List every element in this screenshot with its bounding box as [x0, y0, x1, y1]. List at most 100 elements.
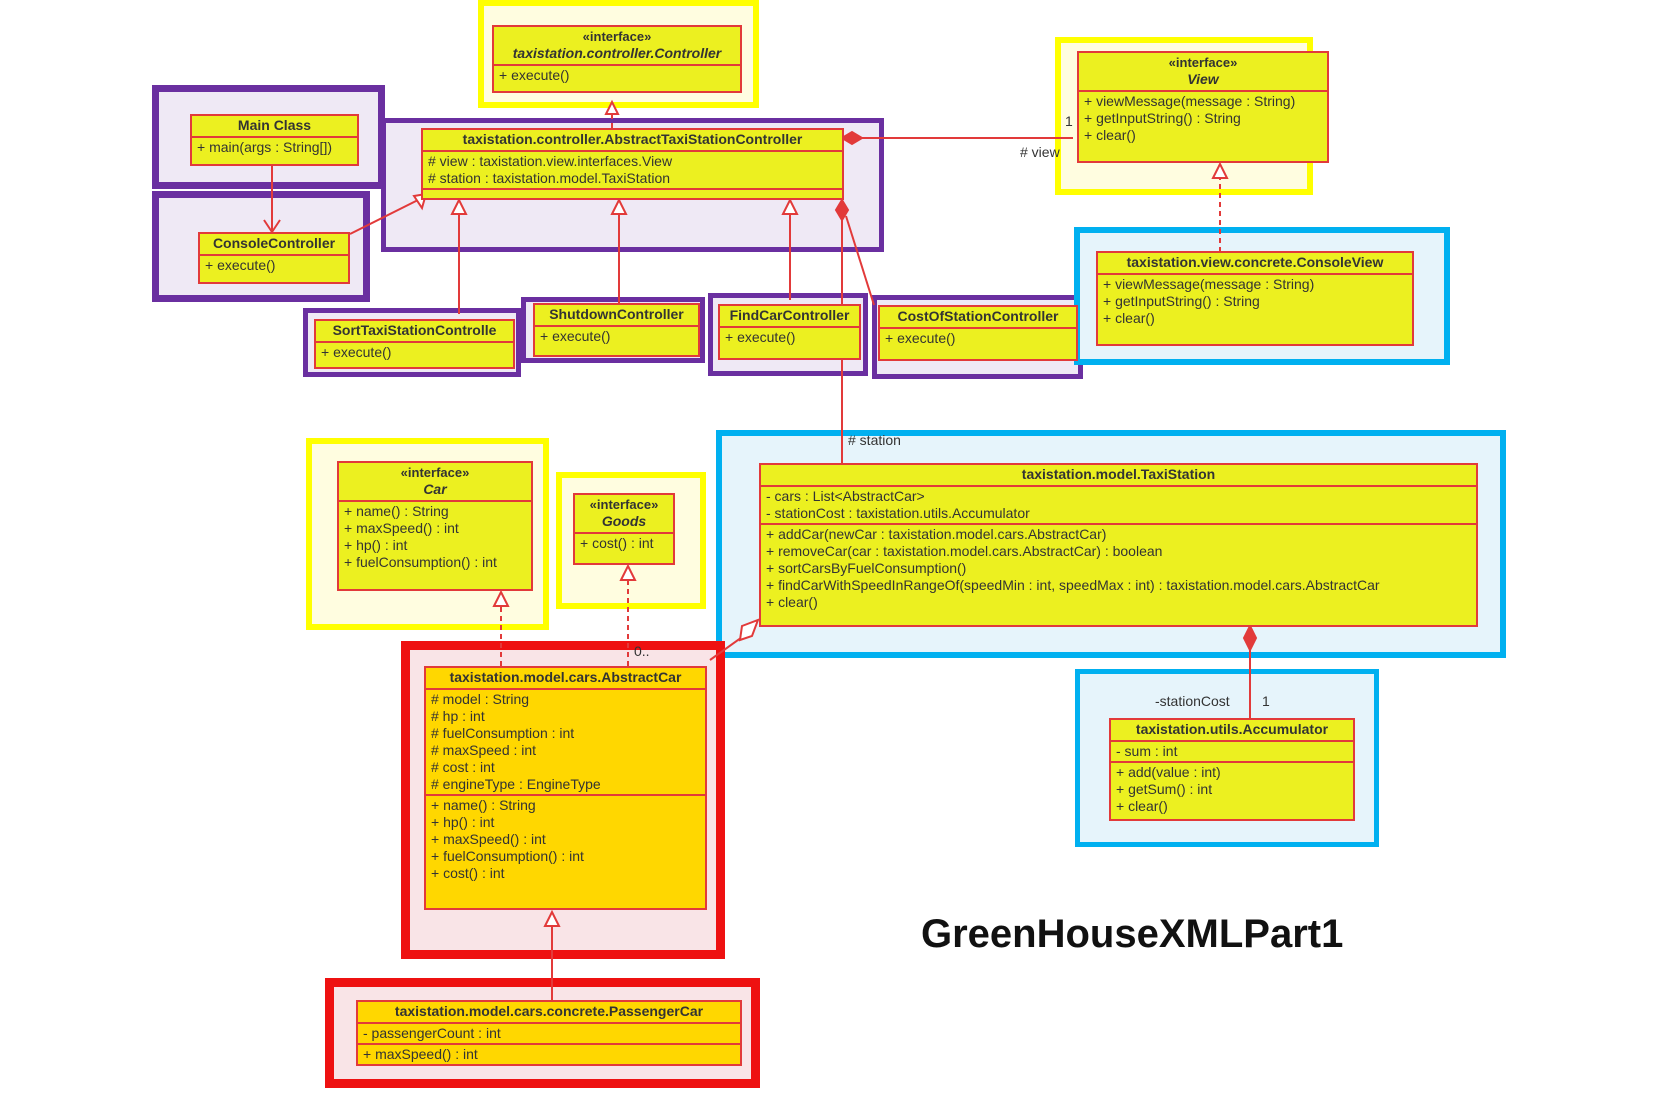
class-methods: + name() : String+ hp() : int+ maxSpeed(… — [426, 796, 705, 883]
class-method: + cost() : int — [431, 865, 505, 881]
class-methods: + viewMessage(message : String)+ getInpu… — [1079, 92, 1327, 145]
class-passenger-car[interactable]: taxistation.model.cars.concrete.Passenge… — [356, 1000, 742, 1066]
view-role-label: # view — [1020, 144, 1060, 160]
class-attribute: # cost : int — [431, 759, 495, 775]
class-attributes: # model : String# hp : int# fuelConsumpt… — [426, 690, 705, 796]
class-header: taxistation.utils.Accumulator — [1111, 720, 1353, 742]
class-attribute: # station : taxistation.model.TaxiStatio… — [428, 170, 671, 186]
class-methods: + execute() — [880, 329, 1076, 348]
class-attribute: # model : String — [431, 691, 530, 707]
class-methods — [423, 190, 842, 192]
class-header: «interface»View — [1079, 53, 1327, 92]
generalization-console — [349, 199, 419, 235]
class-name: CostOfStationController — [897, 308, 1059, 324]
class-sort-taxistation-controller[interactable]: SortTaxiStationControlle + execute() — [314, 319, 515, 369]
class-methods: + execute() — [316, 343, 513, 362]
class-attribute: # view : taxistation.view.interfaces.Vie… — [428, 153, 673, 169]
class-methods: + viewMessage(message : String)+ getInpu… — [1098, 275, 1412, 328]
view-multiplicity-label: 1 — [1065, 113, 1073, 129]
class-attribute: - sum : int — [1116, 743, 1178, 759]
class-method: + getInputString() : String — [1084, 110, 1241, 126]
class-header: taxistation.model.cars.AbstractCar — [426, 668, 705, 690]
class-stereotype: «interface» — [1168, 55, 1238, 70]
class-methods: + main(args : String[]) — [192, 138, 357, 157]
class-name: SortTaxiStationControlle — [332, 322, 497, 338]
class-method: + clear() — [1103, 310, 1155, 326]
class-header: «interface»Car — [339, 463, 531, 502]
class-console-controller[interactable]: ConsoleController + execute() — [198, 232, 350, 284]
class-header: SortTaxiStationControlle — [316, 321, 513, 343]
class-method: + execute() — [321, 344, 392, 360]
class-method: + maxSpeed() : int — [344, 520, 459, 536]
class-view-interface[interactable]: «interface»View+ viewMessage(message : S… — [1077, 51, 1329, 163]
diagram-caption: GreenHouseXMLPart1 — [921, 912, 1344, 956]
class-methods: + add(value : int)+ getSum() : int+ clea… — [1111, 763, 1353, 816]
station-role-label: # station — [848, 432, 901, 448]
class-method: + fuelConsumption() : int — [344, 554, 497, 570]
stationcost-multiplicity-label: 1 — [1262, 693, 1270, 709]
class-method: + hp() : int — [431, 814, 495, 830]
class-method: + execute() — [885, 330, 956, 346]
class-methods: + execute() — [720, 328, 859, 347]
class-method: + execute() — [540, 328, 611, 344]
class-car-interface[interactable]: «interface»Car+ name() : String+ maxSpee… — [337, 461, 533, 591]
class-methods: + cost() : int — [575, 534, 673, 553]
class-method: + getInputString() : String — [1103, 293, 1260, 309]
class-name: ConsoleController — [212, 235, 336, 251]
class-header: CostOfStationController — [880, 307, 1076, 329]
class-attributes: - cars : List<AbstractCar>- stationCost … — [761, 487, 1476, 525]
class-method: + hp() : int — [344, 537, 408, 553]
class-method: + name() : String — [431, 797, 536, 813]
class-main[interactable]: Main Class + main(args : String[]) — [190, 114, 359, 166]
class-taxistation[interactable]: taxistation.model.TaxiStation - cars : Li… — [759, 463, 1478, 627]
class-name: taxistation.controller.AbstractTaxiStati… — [462, 131, 803, 147]
class-header: ShutdownController — [535, 305, 698, 327]
class-name: taxistation.model.TaxiStation — [1021, 466, 1216, 482]
class-methods: + execute() — [494, 66, 740, 85]
class-stereotype: «interface» — [400, 465, 470, 480]
class-method: + viewMessage(message : String) — [1084, 93, 1296, 109]
class-methods: + execute() — [200, 256, 348, 275]
cars-multiplicity-label: 0.. — [634, 643, 650, 659]
class-name: View — [1187, 71, 1219, 87]
class-attribute: # maxSpeed : int — [431, 742, 537, 758]
class-attribute: # fuelConsumption : int — [431, 725, 575, 741]
class-name: Car — [423, 481, 447, 497]
class-attributes: # view : taxistation.view.interfaces.Vie… — [423, 152, 842, 190]
class-findcar-controller[interactable]: FindCarController + execute() — [718, 304, 861, 360]
class-name: Main Class — [237, 117, 312, 133]
class-attribute: # engineType : EngineType — [431, 776, 601, 792]
class-attributes: - sum : int — [1111, 742, 1353, 763]
class-header: taxistation.controller.AbstractTaxiStati… — [423, 130, 842, 152]
class-method: + execute() — [205, 257, 276, 273]
class-name: taxistation.model.cars.AbstractCar — [449, 669, 682, 685]
class-method: + removeCar(car : taxistation.model.cars… — [766, 543, 1163, 559]
class-method: + add(value : int) — [1116, 764, 1221, 780]
class-stereotype: «interface» — [589, 497, 659, 512]
class-method: + name() : String — [344, 503, 449, 519]
class-name: FindCarController — [729, 307, 850, 323]
class-method: + execute() — [725, 329, 796, 345]
class-attribute: - cars : List<AbstractCar> — [766, 488, 925, 504]
class-accumulator[interactable]: taxistation.utils.Accumulator- sum : int… — [1109, 718, 1355, 821]
class-method: + clear() — [1116, 798, 1168, 814]
class-goods-interface[interactable]: «interface»Goods+ cost() : int — [573, 493, 675, 565]
class-method: + main(args : String[]) — [197, 139, 332, 155]
class-name: taxistation.controller.Controller — [512, 45, 722, 61]
class-methods: + addCar(newCar : taxistation.model.cars… — [761, 525, 1476, 612]
class-console-view[interactable]: taxistation.view.concrete.ConsoleView+ v… — [1096, 251, 1414, 346]
class-method: + fuelConsumption() : int — [431, 848, 584, 864]
class-name: ShutdownController — [549, 306, 684, 322]
class-attribute: # hp : int — [431, 708, 485, 724]
class-shutdown-controller[interactable]: ShutdownController + execute() — [533, 303, 700, 357]
class-controller-interface[interactable]: «interface»taxistation.controller.Contro… — [492, 25, 742, 93]
class-costofstation-controller[interactable]: CostOfStationController + execute() — [878, 305, 1078, 361]
class-attributes: - passengerCount : int — [358, 1024, 740, 1045]
class-methods: + name() : String+ maxSpeed() : int+ hp(… — [339, 502, 531, 572]
class-header: taxistation.view.concrete.ConsoleView — [1098, 253, 1412, 275]
class-abstract-taxistation-controller[interactable]: taxistation.controller.AbstractTaxiStati… — [421, 128, 844, 200]
class-header: Main Class — [192, 116, 357, 138]
class-method: + clear() — [1084, 127, 1136, 143]
class-abstract-car[interactable]: taxistation.model.cars.AbstractCar # mode… — [424, 666, 707, 910]
